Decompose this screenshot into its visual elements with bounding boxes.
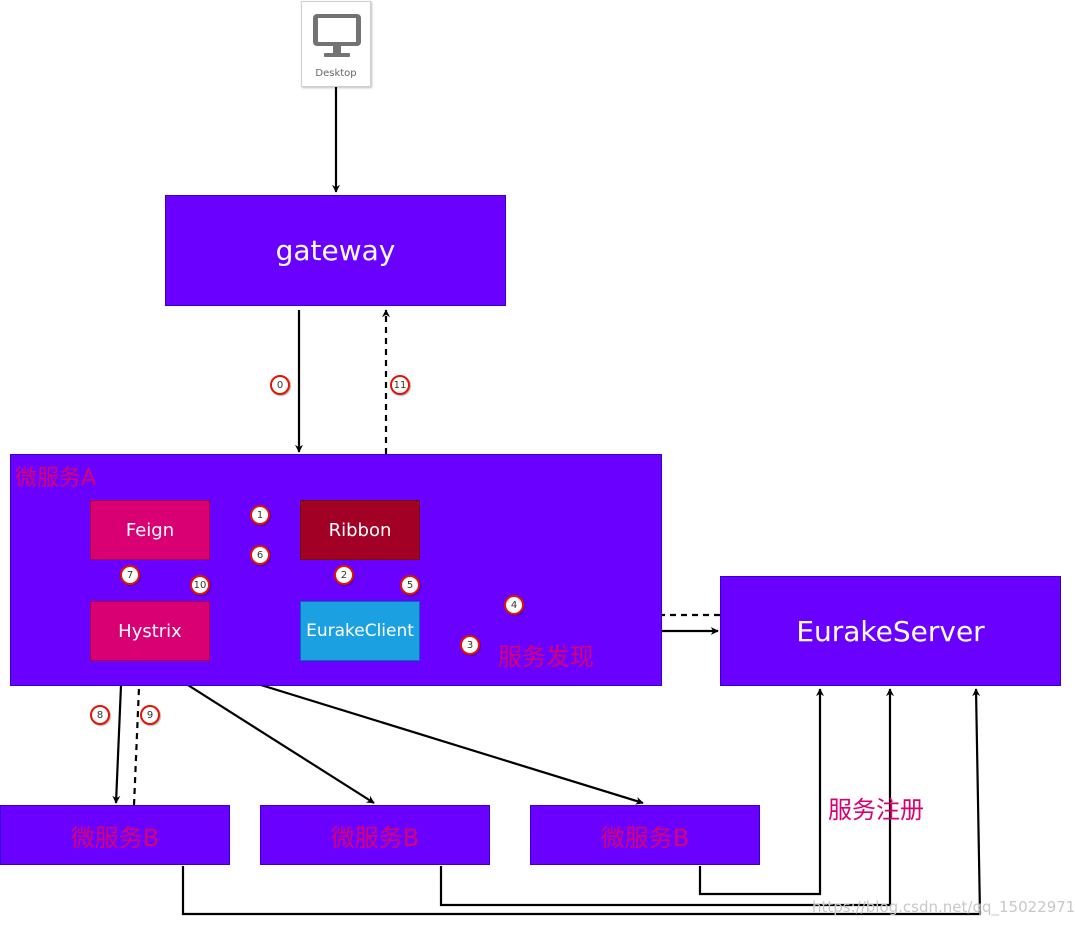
step-badge: 0: [270, 375, 290, 395]
register-line-svc1: [181, 688, 982, 916]
microservice-a-title: 微服务A: [15, 466, 97, 491]
step-badge: 11: [390, 375, 410, 395]
service-discovery-label: 服务发现: [498, 643, 594, 671]
step-badge: 8: [90, 705, 110, 725]
step-badge: 3: [460, 635, 480, 655]
arrow-step-9: [132, 663, 144, 806]
eureka-server-node: EurakeServer: [720, 576, 1061, 686]
gateway-node: gateway: [165, 195, 506, 306]
ribbon-node: Ribbon: [300, 500, 420, 560]
service-registration-label: 服务注册: [828, 796, 924, 824]
microservice-b-node: 微服务B: [260, 805, 490, 865]
step-badge: 2: [334, 565, 354, 585]
hystrix-node: Hystrix: [90, 601, 210, 661]
step-badge: 7: [120, 565, 140, 585]
monitor-icon: [313, 14, 361, 57]
watermark-text: https://blog.csdn.net/qq_15022971: [812, 898, 1075, 916]
step-badge: 6: [250, 545, 270, 565]
step-badge: 9: [140, 705, 160, 725]
desktop-label: Desktop: [315, 68, 357, 79]
register-line-svc2: [439, 688, 894, 907]
step-badge: 5: [400, 575, 420, 595]
microservice-b-node: 微服务B: [0, 805, 230, 865]
register-line-svc3: [698, 688, 824, 896]
eureka-client-node: EurakeClient: [300, 601, 420, 661]
feign-node: Feign: [90, 500, 210, 560]
step-badge: 10: [190, 575, 210, 595]
step-badge: 1: [250, 505, 270, 525]
desktop-node: Desktop: [301, 1, 371, 87]
microservice-b-node: 微服务B: [530, 805, 760, 865]
step-badge: 4: [504, 595, 524, 615]
